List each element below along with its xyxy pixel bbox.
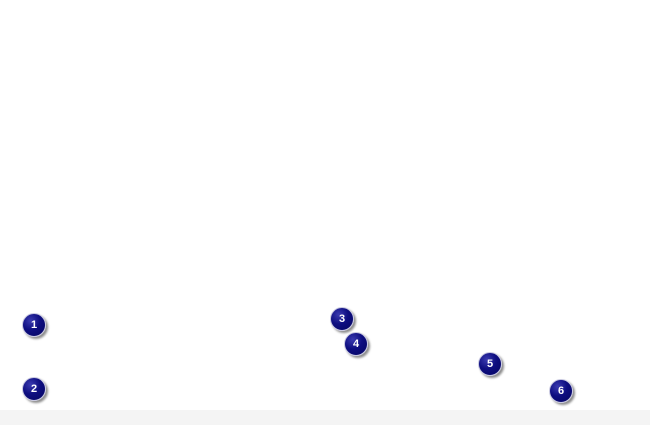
callout-marker-4[interactable]: 4: [344, 332, 368, 356]
callout-marker-5[interactable]: 5: [478, 352, 502, 376]
callout-marker-2[interactable]: 2: [22, 377, 46, 401]
callout-marker-3[interactable]: 3: [330, 307, 354, 331]
callout-marker-1[interactable]: 1: [22, 313, 46, 337]
callout-marker-label: 2: [30, 382, 38, 395]
callout-marker-label: 1: [30, 318, 38, 331]
callout-marker-label: 3: [338, 312, 346, 325]
bottom-strip: [0, 410, 650, 425]
callout-marker-label: 4: [352, 337, 360, 350]
callout-marker-6[interactable]: 6: [549, 379, 573, 403]
callout-marker-label: 5: [486, 357, 494, 370]
callout-marker-label: 6: [557, 384, 565, 397]
